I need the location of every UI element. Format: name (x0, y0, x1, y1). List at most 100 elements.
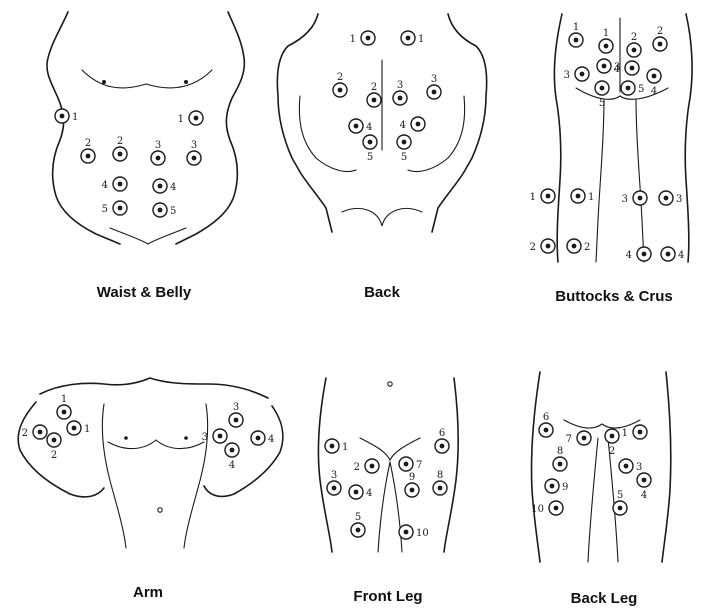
front-leg-navel (388, 382, 392, 386)
caption-back-leg: Back Leg (571, 590, 638, 607)
buttocks-crus-point-14-center-dot (664, 196, 669, 201)
buttocks-crus-point-8-label: 4 (651, 86, 657, 97)
waist-belly-point-1-center-dot (60, 114, 65, 119)
arm-point-3-center-dot (72, 426, 77, 431)
arm-point-1-center-dot (62, 410, 67, 415)
back-leg-figure (531, 372, 670, 562)
arm-point-5-center-dot (234, 418, 239, 423)
front-leg-point-8-label: 8 (437, 470, 443, 481)
front-leg-point-7-label: 7 (416, 460, 422, 471)
waist-belly-point-2-center-dot (194, 116, 199, 121)
back-leg-point-10-label: 5 (617, 490, 623, 501)
buttocks-crus-point-15-label: 2 (530, 242, 536, 253)
back-point-4-label: 2 (371, 82, 377, 93)
back-point-6-label: 3 (431, 74, 437, 85)
caption-buttocks-crus: Buttocks & Crus (555, 288, 673, 305)
caption-front-leg: Front Leg (353, 588, 422, 605)
waist-belly-point-3-label: 2 (85, 138, 91, 149)
back-point-9-center-dot (368, 140, 373, 145)
front-leg-inner-right (390, 462, 402, 552)
buttocks-crus-point-3-label: 2 (631, 32, 637, 43)
buttocks-crus-point-1-center-dot (574, 38, 579, 43)
back-leg-point-5-center-dot (558, 462, 563, 467)
back-leg-point-6-label: 3 (636, 462, 642, 473)
back-leg-point-8-center-dot (642, 478, 647, 483)
waist-belly-chest-line (82, 70, 212, 88)
waist-belly-point-1-label: 1 (72, 112, 78, 123)
waist-belly-nipple-left (102, 80, 106, 84)
waist-belly-point-7-center-dot (118, 182, 123, 187)
waist-belly-point-10-center-dot (158, 208, 163, 213)
front-leg-point-2-label: 2 (354, 462, 360, 473)
buttocks-crus-point-1-label: 1 (573, 22, 579, 33)
back-leg-outline-left (531, 372, 540, 562)
front-leg-point-6-label: 6 (439, 428, 445, 439)
buttocks-crus-point-5-label: 3 (564, 70, 570, 81)
front-leg-groin (360, 438, 420, 460)
back-point-7-label: 4 (366, 122, 372, 133)
back-buttocks-line (342, 208, 422, 226)
back-point-7-center-dot (354, 124, 359, 129)
back-point-5-center-dot (398, 96, 403, 101)
back-leg-point-4-center-dot (610, 434, 615, 439)
back-point-3-center-dot (338, 88, 343, 93)
front-leg-point-9-label: 9 (409, 472, 415, 483)
back-point-3-label: 2 (337, 72, 343, 83)
back-leg-point-7-label: 9 (562, 482, 568, 493)
buttocks-crus-inner-right (636, 100, 644, 262)
waist-belly-point-4-center-dot (118, 152, 123, 157)
back-point-4-center-dot (372, 98, 377, 103)
front-leg-outline-right (444, 378, 458, 552)
waist-belly-point-10-label: 5 (170, 206, 176, 217)
buttocks-crus-outline-left (554, 14, 562, 262)
back-leg-point-7-center-dot (550, 484, 555, 489)
buttocks-crus-point-17-label: 4 (626, 250, 632, 261)
front-leg-figure (318, 378, 458, 552)
back-leg-point-10-center-dot (618, 506, 623, 511)
waist-belly-figure (47, 12, 244, 244)
waist-belly-point-2-label: 1 (178, 114, 184, 125)
front-leg-point-7-center-dot (404, 462, 409, 467)
front-leg-point-4-label: 4 (366, 488, 372, 499)
caption-back: Back (364, 284, 400, 301)
back-leg-outline-right (662, 372, 671, 562)
buttocks-crus-point-14-label: 3 (676, 194, 682, 205)
back-point-8-label: 4 (400, 120, 406, 131)
front-leg-inner-left (378, 462, 390, 552)
back-leg-buttocks (564, 420, 640, 428)
waist-belly-groin-line (110, 228, 186, 244)
caption-waist-belly: Waist & Belly (97, 284, 191, 301)
front-leg-point-5-label: 5 (355, 512, 361, 523)
arm-point-2-center-dot (38, 430, 43, 435)
arm-torso-right (184, 404, 208, 548)
caption-arm: Arm (133, 584, 163, 601)
front-leg-point-9-center-dot (410, 488, 415, 493)
back-leg-point-9-center-dot (554, 506, 559, 511)
arm-point-3-label: 1 (84, 424, 90, 435)
arm-chest-line (108, 440, 204, 449)
back-right-arm (408, 96, 465, 172)
buttocks-crus-point-3-center-dot (632, 48, 637, 53)
buttocks-crus-point-12-center-dot (576, 194, 581, 199)
arm-point-6-center-dot (218, 434, 223, 439)
buttocks-crus-point-11-center-dot (546, 194, 551, 199)
waist-belly-point-5-label: 3 (155, 140, 161, 151)
arm-point-7-center-dot (256, 436, 261, 441)
back-leg-point-2-label: 7 (566, 434, 572, 445)
buttocks-crus-point-5-center-dot (580, 72, 585, 77)
buttocks-crus-point-17-center-dot (642, 252, 647, 257)
back-point-10-center-dot (402, 140, 407, 145)
buttocks-crus-point-4-center-dot (658, 42, 663, 47)
buttocks-crus-figure (554, 14, 692, 262)
buttocks-crus-inner-left (596, 100, 604, 262)
waist-belly-outline-right (176, 12, 244, 244)
buttocks-crus-point-13-center-dot (638, 196, 643, 201)
back-outline-right (432, 14, 487, 232)
arm-torso-left (102, 404, 126, 548)
back-leg-point-3-center-dot (638, 430, 643, 435)
arm-point-4-center-dot (52, 438, 57, 443)
back-outline-left (277, 14, 332, 232)
front-leg-point-5-center-dot (356, 528, 361, 533)
back-point-5-label: 3 (397, 80, 403, 91)
waist-belly-outline-left (47, 12, 120, 244)
